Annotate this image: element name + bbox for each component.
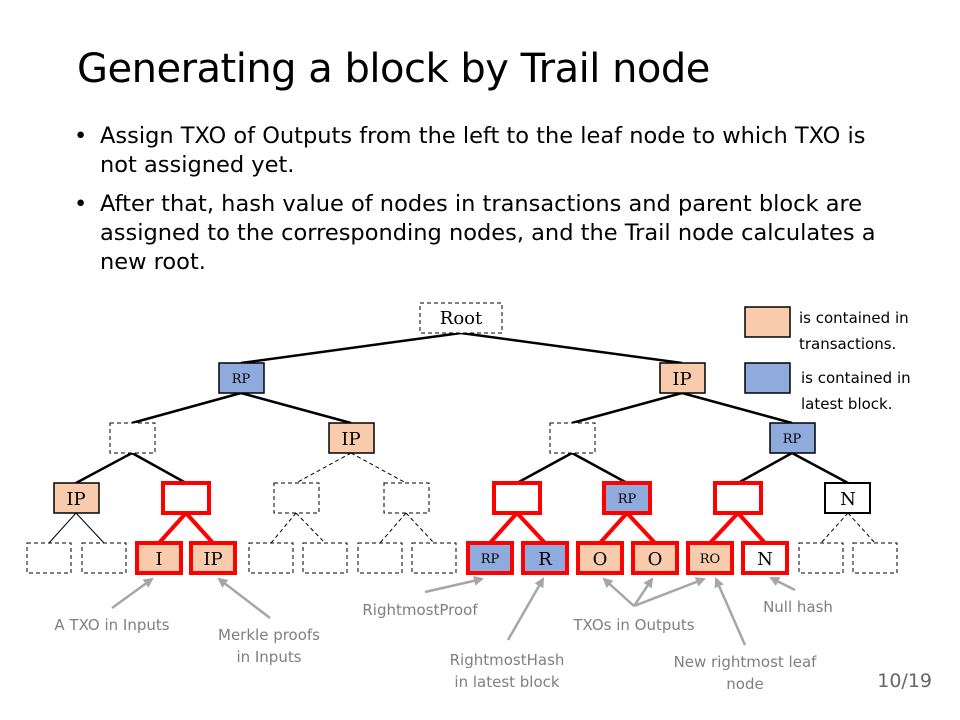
tree-leaf-input-proof: IP <box>189 541 237 575</box>
annotation-new-rightmost-leaf-line2: node <box>726 675 763 693</box>
tree-edges <box>75 331 849 485</box>
bullet-item: • Assign TXO of Outputs from the left to… <box>74 122 904 180</box>
tree-root-label: Root <box>440 308 483 329</box>
tree-node-empty <box>383 482 430 514</box>
tree-node-ip-transactions: IP <box>53 482 100 514</box>
arrow-icon <box>632 577 654 607</box>
tree-node-null: N <box>824 482 871 514</box>
legend-transactions: is contained in transactions. <box>744 306 909 353</box>
tree-leaf-empty <box>411 542 457 574</box>
tree-leaf-rightmost-proof: RP <box>466 541 514 575</box>
annotation-txos-outputs: TXOs in Outputs <box>572 616 694 634</box>
arrow-icon <box>506 577 545 641</box>
tree-node-new <box>713 481 763 515</box>
tree-node-label: N <box>840 489 856 510</box>
legend-latest-block: is contained in latest block. <box>744 362 911 413</box>
tree-leaf-label: N <box>757 549 773 570</box>
tree-node-empty <box>109 422 156 454</box>
tree-leaf-label: RP <box>481 552 500 567</box>
tree-leaf-label: IP <box>203 549 222 570</box>
bullet-dot-icon: • <box>74 123 88 149</box>
tree-leaf-label: O <box>648 549 663 570</box>
tree-leaf-empty <box>357 542 403 574</box>
annotation-rightmost-proof: RightmostProof <box>362 601 478 619</box>
tree-leaf-input-txo: I <box>135 541 183 575</box>
legend-label: is contained in <box>801 369 911 387</box>
tree-leaf-output-txo: O <box>576 541 624 575</box>
arrow-icon <box>111 577 154 610</box>
tree-node-empty <box>273 482 320 514</box>
annotation-rightmost-hash-line2: in latest block <box>454 673 559 691</box>
tree-leaf-empty <box>852 542 898 574</box>
bullet-text: Assign TXO of Outputs from the left to t… <box>100 123 866 178</box>
tree-leaf-label: RO <box>700 552 720 567</box>
tree-node-label: IP <box>66 489 85 510</box>
tree-root-node: Root <box>419 302 503 334</box>
tree-edges-dashed <box>270 452 876 544</box>
tree-node-rp-latest-block: RP <box>602 481 652 515</box>
tree-node-ip-transactions: IP <box>328 422 375 454</box>
annotation-merkle-proofs: Merkle proofs <box>218 626 320 644</box>
page-number: 10/19 <box>877 670 932 692</box>
tree-leaf-label: O <box>593 549 608 570</box>
tree-leaf-null-hash: N <box>741 541 789 575</box>
tree-node-new <box>161 481 211 515</box>
arrow-icon <box>714 577 747 646</box>
tree-leaf-empty <box>248 542 294 574</box>
legend-swatch-latest-block <box>744 362 791 394</box>
tree-leaf-new-rightmost: RO <box>686 541 734 575</box>
slide-title: Generating a block by Trail node <box>77 46 710 92</box>
tree-leaf-empty <box>26 542 72 574</box>
arrow-icon <box>424 575 484 594</box>
tree-node-label: RP <box>783 432 802 447</box>
tree-edges-thin <box>48 512 105 544</box>
annotation-rightmost-hash: RightmostHash <box>450 651 565 669</box>
tree-node-rp-latest-block: RP <box>769 422 816 454</box>
tree-node-new <box>492 481 542 515</box>
annotation-txo-inputs: A TXO in Inputs <box>54 616 169 634</box>
tree-node-label: RP <box>618 492 637 507</box>
tree-leaf-empty <box>798 542 844 574</box>
tree-leaf-empty <box>81 542 127 574</box>
legend-label: is contained in <box>799 309 909 327</box>
tree-node-ip-transactions: IP <box>659 362 706 394</box>
bullet-item: • After that, hash value of nodes in tra… <box>74 190 904 277</box>
bullet-dot-icon: • <box>74 191 88 217</box>
bullet-text: After that, hash value of nodes in trans… <box>100 191 876 275</box>
tree-leaf-label: I <box>155 549 162 570</box>
tree-node-rp-latest-block: RP <box>218 362 265 394</box>
annotation-new-rightmost-leaf: New rightmost leaf <box>674 653 818 671</box>
annotation-null-hash: Null hash <box>763 598 833 616</box>
tree-leaf-label: R <box>538 549 552 570</box>
tree-node-empty <box>549 422 596 454</box>
arrow-icon <box>769 576 796 592</box>
bullet-list: • Assign TXO of Outputs from the left to… <box>74 122 904 287</box>
annotation-arrows <box>111 575 796 646</box>
tree-edges-highlight <box>157 511 767 545</box>
legend-swatch-transactions <box>744 306 791 338</box>
tree-node-label: RP <box>232 372 251 387</box>
tree-leaf-empty <box>302 542 348 574</box>
legend-label: latest block. <box>801 395 893 413</box>
arrow-icon <box>633 577 706 608</box>
legend-label: transactions. <box>799 335 896 353</box>
arrow-icon <box>602 577 635 607</box>
tree-node-label: IP <box>341 429 360 450</box>
tree-node-label: IP <box>672 369 691 390</box>
arrow-icon <box>217 577 271 619</box>
tree-leaf-output-txo: O <box>631 541 679 575</box>
tree-leaf-rightmost-hash: R <box>521 541 569 575</box>
annotation-merkle-proofs-line2: in Inputs <box>236 648 301 666</box>
